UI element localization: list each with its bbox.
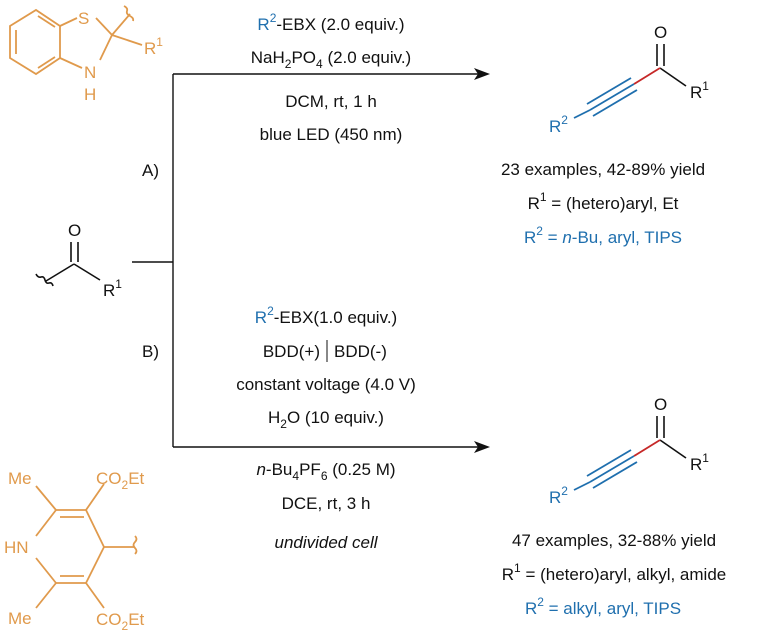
dhp-me-bottom-bond xyxy=(35,582,57,609)
dhp-ester-top-bond xyxy=(85,483,105,511)
product-b-alkyne-bond xyxy=(592,461,638,489)
reaction-arrows xyxy=(132,68,490,453)
route-b-reagent-ebx: R2-EBX(1.0 equiv.) xyxy=(255,304,397,327)
hantzsch-ester-structure: Me HN Me CO2Et CO2Et xyxy=(4,469,145,632)
route-b-electrolyte: n-Bu4PF6 (0.25 M) xyxy=(256,460,395,483)
dhp-wavy-bond xyxy=(132,535,138,555)
benzothiazoline-r1-group: R1 xyxy=(144,35,163,58)
route-b-voltage: constant voltage (4.0 V) xyxy=(236,375,416,394)
benzothiazoline-s-c-bond xyxy=(95,17,113,36)
route-a-light: blue LED (450 nm) xyxy=(260,125,403,144)
product-a-new-bond xyxy=(633,67,661,85)
benzothiazoline-wavy-bond xyxy=(123,5,135,22)
ketone-structure: O R1 xyxy=(35,221,122,300)
product-a-oxygen-atom: O xyxy=(654,23,667,42)
product-b-alkyne-bond xyxy=(586,449,632,477)
product-b-new-bond xyxy=(633,439,661,457)
ketone-wavy-bond xyxy=(35,273,54,287)
product-b-oxygen-atom: O xyxy=(654,395,667,414)
route-b-water: H2O (10 equiv.) xyxy=(268,408,384,431)
dhp-methyl-top: Me xyxy=(8,469,32,488)
dhp-n-c2-bond xyxy=(35,509,57,537)
route-a-conditions: A) R2-EBX (2.0 equiv.) NaH2PO4 (2.0 equi… xyxy=(142,11,411,180)
product-b-structure: O R1 R2 xyxy=(549,395,709,507)
product-a-alkyne-bond xyxy=(589,83,635,111)
ketone-r1-bond xyxy=(73,263,101,281)
benzothiazoline-c-s-bond xyxy=(59,17,78,27)
route-b-conditions: B) R2-EBX(1.0 equiv.) BDD(+) BDD(-) cons… xyxy=(142,304,416,552)
arrow-route-b-head xyxy=(474,441,490,453)
route-b-results: 47 examples, 32-88% yield R1 = (hetero)a… xyxy=(502,531,726,618)
ketone-r1-group: R1 xyxy=(103,277,122,300)
product-b-alkyne-bond xyxy=(589,455,635,483)
route-b-cell: undivided cell xyxy=(274,533,378,552)
product-b-r2-bond xyxy=(573,481,591,491)
route-b-anode: BDD(+) xyxy=(263,342,320,361)
product-b-r1-group: R1 xyxy=(690,451,709,474)
arrow-route-a-head xyxy=(474,68,490,80)
route-a-reagent-ebx: R2-EBX (2.0 equiv.) xyxy=(257,11,404,34)
benzothiazoline-n-c-bond xyxy=(59,57,83,69)
dhp-ester-top: CO2Et xyxy=(96,469,145,492)
route-a-results: 23 examples, 42-89% yield R1 = (hetero)a… xyxy=(501,160,705,247)
route-a-r2-scope: R2 = n-Bu, aryl, TIPS xyxy=(524,224,682,247)
route-b-label: B) xyxy=(142,342,159,361)
benzothiazoline-nitrogen-atom: N xyxy=(84,63,96,82)
ketone-alpha-bond xyxy=(45,263,75,282)
dhp-c3-c4-bond xyxy=(85,509,105,548)
dhp-nh-group: HN xyxy=(4,538,29,557)
route-b-cathode: BDD(-) xyxy=(334,342,387,361)
dhp-methyl-bottom: Me xyxy=(8,609,32,628)
product-a-r1-group: R1 xyxy=(690,79,709,102)
dhp-c6-n-bond xyxy=(35,557,57,584)
route-a-solvent: DCM, rt, 1 h xyxy=(285,92,377,111)
route-a-examples: 23 examples, 42-89% yield xyxy=(501,160,705,179)
product-a-r2-bond xyxy=(573,109,591,119)
route-a-label: A) xyxy=(142,161,159,180)
product-a-r2-group: R2 xyxy=(549,113,568,136)
benzothiazoline-sulfur-atom: S xyxy=(78,9,89,28)
benzothiazoline-benzene-ring xyxy=(9,8,61,76)
route-b-r2-scope: R2 = alkyl, aryl, TIPS xyxy=(525,595,681,618)
product-a-structure: O R1 R2 xyxy=(549,23,709,136)
route-b-r1-scope: R1 = (hetero)aryl, alkyl, amide xyxy=(502,561,726,584)
product-a-alkyne-bond xyxy=(586,77,632,105)
route-b-solvent: DCE, rt, 3 h xyxy=(282,494,371,513)
dhp-me-top-bond xyxy=(35,485,57,511)
ketone-oxygen-atom: O xyxy=(68,221,81,240)
benzothiazoline-c-n-bond xyxy=(99,34,113,61)
benzothiazoline-hydrogen-atom: H xyxy=(84,85,96,104)
benzothiazoline-structure: S N H R1 xyxy=(9,5,163,104)
dhp-ester-bottom-bond xyxy=(85,582,105,609)
route-b-examples: 47 examples, 32-88% yield xyxy=(512,531,716,550)
dhp-c4-c5-bond xyxy=(85,546,105,584)
product-b-r1-bond xyxy=(659,439,687,459)
benzothiazoline-attachment-bond xyxy=(111,13,131,36)
product-b-r2-group: R2 xyxy=(549,484,568,507)
dhp-ester-bottom: CO2Et xyxy=(96,610,145,632)
benzothiazoline-aromatic-bond xyxy=(37,56,56,69)
product-a-r1-bond xyxy=(659,67,687,87)
product-a-alkyne-bond xyxy=(592,89,638,117)
benzothiazoline-r1-bond xyxy=(111,34,143,46)
benzothiazoline-aromatic-bond xyxy=(37,15,56,28)
route-a-r1-scope: R1 = (hetero)aryl, Et xyxy=(528,190,679,213)
route-a-base: NaH2PO4 (2.0 equiv.) xyxy=(251,48,411,71)
